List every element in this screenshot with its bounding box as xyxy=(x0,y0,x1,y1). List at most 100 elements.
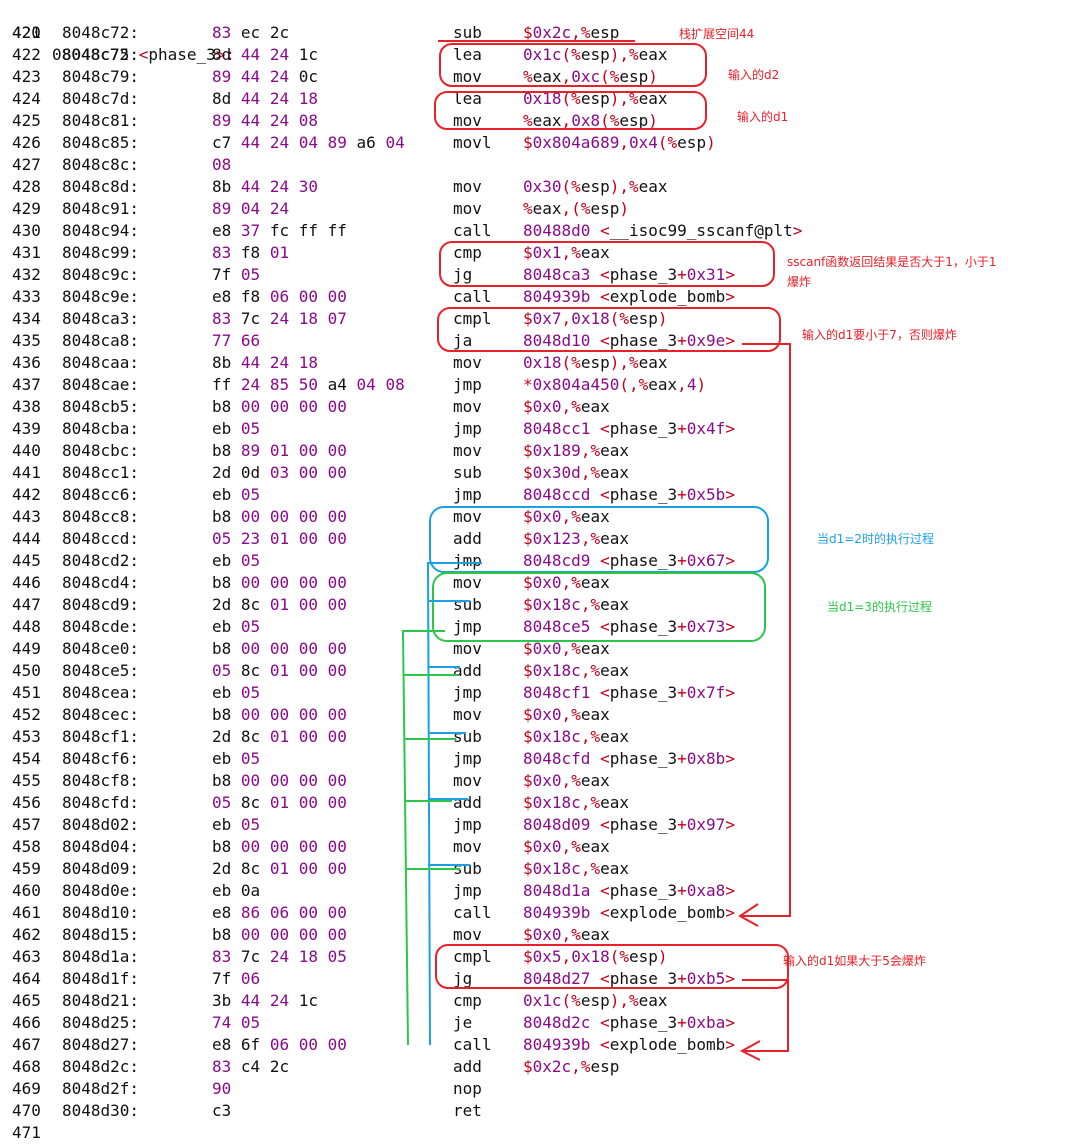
stack-note: 栈扩展空间44 xyxy=(679,27,755,41)
line-number: 426 xyxy=(12,133,41,152)
address: 8048cf8: xyxy=(62,771,140,790)
line-number: 432 xyxy=(12,265,41,284)
line-number: 466 xyxy=(12,1013,41,1032)
address: 8048d25: xyxy=(62,1013,140,1032)
address: 8048cf1: xyxy=(62,727,140,746)
line-number: 436 xyxy=(12,353,41,372)
mnemonic: mov xyxy=(453,573,482,592)
address: 8048c9c: xyxy=(62,265,140,284)
address: 8048ce5: xyxy=(62,661,140,680)
machine-bytes: 05 23 01 00 00 xyxy=(212,529,347,548)
machine-bytes: 90 xyxy=(212,1079,232,1098)
line-number: 433 xyxy=(12,287,41,306)
machine-bytes: 8d 44 24 18 xyxy=(212,89,318,108)
mnemonic: ja xyxy=(453,331,473,350)
machine-bytes: b8 00 00 00 00 xyxy=(212,771,347,790)
machine-bytes: 08 xyxy=(212,155,232,174)
mnemonic: jmp xyxy=(453,485,482,504)
operands: $0x0,%eax xyxy=(523,573,610,592)
line-number: 424 xyxy=(12,89,41,108)
mnemonic: sub xyxy=(453,727,482,746)
address: 8048cd9: xyxy=(62,595,140,614)
operands: 8048ce5 <phase_3+0x73> xyxy=(523,617,735,636)
line-number: 445 xyxy=(12,551,41,570)
line-number: 469 xyxy=(12,1079,41,1098)
mnemonic: lea xyxy=(453,89,482,108)
address: 8048cde: xyxy=(62,617,140,636)
line-number: 449 xyxy=(12,639,41,658)
operands: $0x18c,%eax xyxy=(523,661,629,680)
mnemonic: add xyxy=(453,793,482,812)
line-number: 441 xyxy=(12,463,41,482)
line-number: 444 xyxy=(12,529,41,548)
address: 8048c85: xyxy=(62,133,140,152)
line-number: 460 xyxy=(12,881,41,900)
mnemonic: cmp xyxy=(453,991,482,1010)
mnemonic: jmp xyxy=(453,815,482,834)
mnemonic: movl xyxy=(453,133,492,152)
machine-bytes: 83 ec 2c xyxy=(212,23,290,42)
line-number: 448 xyxy=(12,617,41,636)
mnemonic: jmp xyxy=(453,419,482,438)
machine-bytes: 7f 06 xyxy=(212,969,261,988)
mnemonic: mov xyxy=(453,441,482,460)
address: 8048cc6: xyxy=(62,485,140,504)
operands: 804939b <explode_bomb> xyxy=(523,1035,735,1054)
operands: 8048ccd <phase_3+0x5b> xyxy=(523,485,735,504)
line-number: 420 xyxy=(12,23,41,42)
mnemonic: sub xyxy=(453,859,482,878)
machine-bytes: e8 86 06 00 00 xyxy=(212,903,347,922)
mnemonic: nop xyxy=(453,1079,482,1098)
machine-bytes: eb 0a xyxy=(212,881,261,900)
address: 8048d27: xyxy=(62,1035,140,1054)
mnemonic: mov xyxy=(453,199,482,218)
address: 8048ccd: xyxy=(62,529,140,548)
machine-bytes: eb 05 xyxy=(212,419,261,438)
operands: 80488d0 <__isoc99_sscanf@plt> xyxy=(523,221,803,240)
machine-bytes: b8 00 00 00 00 xyxy=(212,837,347,856)
operands: $0x0,%eax xyxy=(523,507,610,526)
mnemonic: ret xyxy=(453,1101,482,1120)
sscanf-note-line1: sscanf函数返回结果是否大于1，小于1 xyxy=(787,255,997,269)
address: 8048d02: xyxy=(62,815,140,834)
mnemonic: jmp xyxy=(453,551,482,570)
mnemonic: jmp xyxy=(453,881,482,900)
address: 8048c91: xyxy=(62,199,140,218)
mnemonic: mov xyxy=(453,837,482,856)
machine-bytes: eb 05 xyxy=(212,617,261,636)
operands: 8048d1a <phase_3+0xa8> xyxy=(523,881,735,900)
line-number: 452 xyxy=(12,705,41,724)
line-number: 456 xyxy=(12,793,41,812)
operands: $0x18c,%eax xyxy=(523,793,629,812)
line-number: 435 xyxy=(12,331,41,350)
address: 8048d2c: xyxy=(62,1057,140,1076)
address: 8048cd2: xyxy=(62,551,140,570)
operands: 8048cf1 <phase_3+0x7f> xyxy=(523,683,735,702)
mnemonic: mov xyxy=(453,177,482,196)
d1-eq2-note: 当d1=2时的执行过程 xyxy=(817,532,934,546)
line-number: 446 xyxy=(12,573,41,592)
machine-bytes: 2d 0d 03 00 00 xyxy=(212,463,347,482)
machine-bytes: 05 8c 01 00 00 xyxy=(212,793,347,812)
operands: 8048d27 <phase_3+0xb5> xyxy=(523,969,735,988)
operands: 8048ca3 <phase_3+0x31> xyxy=(523,265,735,284)
line-number: 459 xyxy=(12,859,41,878)
address: 8048ca8: xyxy=(62,331,140,350)
address: 8048c75: xyxy=(62,45,140,64)
machine-bytes: 89 04 24 xyxy=(212,199,290,218)
operands: $0x0,%eax xyxy=(523,837,610,856)
address: 8048c9e: xyxy=(62,287,140,306)
operands: 8048cfd <phase_3+0x8b> xyxy=(523,749,735,768)
address: 8048cc1: xyxy=(62,463,140,482)
machine-bytes: 74 05 xyxy=(212,1013,261,1032)
line-number: 439 xyxy=(12,419,41,438)
line-number: 443 xyxy=(12,507,41,526)
machine-bytes: 3b 44 24 1c xyxy=(212,991,318,1010)
machine-bytes: c7 44 24 04 89 a6 04 xyxy=(212,133,405,152)
operands: $0x0,%eax xyxy=(523,397,610,416)
machine-bytes: b8 00 00 00 00 xyxy=(212,639,347,658)
address: 8048cc8: xyxy=(62,507,140,526)
d1-gt5-note: 输入的d1如果大于5会爆炸 xyxy=(783,954,926,968)
line-number: 471 xyxy=(12,1123,41,1142)
